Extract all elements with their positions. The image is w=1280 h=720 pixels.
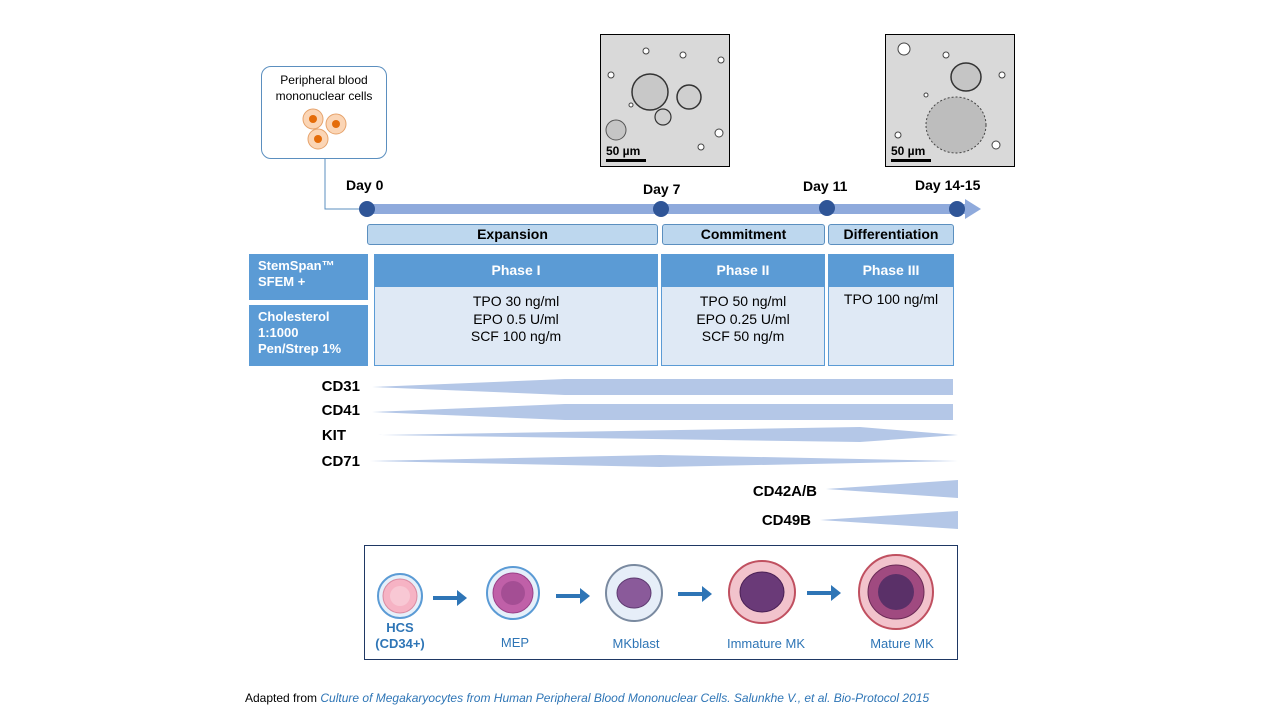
micrograph-day14-image [894, 42, 1006, 154]
marker-label-cd71: CD71 [321, 453, 360, 470]
timeline-node-day7 [653, 201, 669, 217]
marker-label-cd31: CD31 [321, 378, 360, 395]
scale-bar [891, 159, 931, 162]
stage-differentiation: Differentiation [828, 224, 954, 245]
kit-wedge [378, 427, 958, 442]
scale-label: 50 µm [606, 144, 641, 158]
cell-label-mature-mk: Mature MK [870, 636, 934, 651]
cell-label-immature-mk: Immature MK [726, 636, 805, 651]
phase-1-body: TPO 30 ng/ml EPO 0.5 U/ml SCF 100 ng/m [374, 287, 658, 366]
cd71-wedge [370, 455, 958, 467]
phase-2-header: Phase II [661, 254, 825, 287]
media-base-box: StemSpan™ SFEM + [249, 254, 368, 300]
micrograph-day7-image [605, 47, 725, 151]
phase-1-header: Phase I [374, 254, 658, 287]
day-label: Day 11 [803, 178, 848, 194]
timeline-node-day11 [819, 200, 835, 216]
hcs-cell-icon [377, 573, 423, 619]
marker-label-cd42ab: CD42A/B [752, 483, 817, 500]
source-cells-label: Peripheral blood mononuclear cells [275, 73, 373, 103]
mep-cell-icon [486, 566, 540, 620]
cell-label-hcs: HCS (CD34+) [375, 620, 425, 651]
micrograph-day7: 50 µm [600, 34, 730, 167]
phase-3-body: TPO 100 ng/ml [828, 287, 954, 366]
stage-commitment: Commitment [662, 224, 825, 245]
cell-label-mkblast: MKblast [612, 636, 660, 651]
phase-2-body: TPO 50 ng/ml EPO 0.25 U/ml SCF 50 ng/m [661, 287, 825, 366]
marker-label-kit: KIT [321, 427, 346, 444]
day-label: Day 7 [643, 181, 681, 197]
source-cells-box: Peripheral blood mononuclear cells [261, 66, 387, 159]
stage-expansion: Expansion [367, 224, 658, 245]
phase-3-header: Phase III [828, 254, 954, 287]
scale-label: 50 µm [891, 144, 926, 158]
cell-label-mep: MEP [500, 635, 530, 650]
lineage-arrows [433, 585, 841, 606]
marker-label-cd49b: CD49B [761, 512, 811, 529]
mononuclear-cells-icon [302, 108, 347, 150]
mature-mk-cell-icon [858, 554, 934, 630]
media-supplement-box: Cholesterol 1:1000 Pen/Strep 1% [249, 305, 368, 366]
cd31-wedge [372, 379, 953, 395]
cd41-wedge [372, 404, 953, 420]
cd49b-wedge [820, 511, 958, 529]
immature-mk-cell-icon [728, 560, 796, 624]
micrograph-day14: 50 µm [885, 34, 1015, 167]
timeline-node-day14 [949, 201, 965, 217]
timeline-node-day0 [359, 201, 375, 217]
cd42ab-wedge [826, 480, 958, 498]
source-citation: Adapted from Culture of Megakaryocytes f… [245, 691, 930, 705]
day-label: Day 0 [346, 177, 384, 193]
marker-label-cd41: CD41 [321, 402, 360, 419]
scale-bar [606, 159, 646, 162]
mkblast-cell-icon [605, 564, 663, 622]
day-label: Day 14-15 [915, 177, 981, 193]
